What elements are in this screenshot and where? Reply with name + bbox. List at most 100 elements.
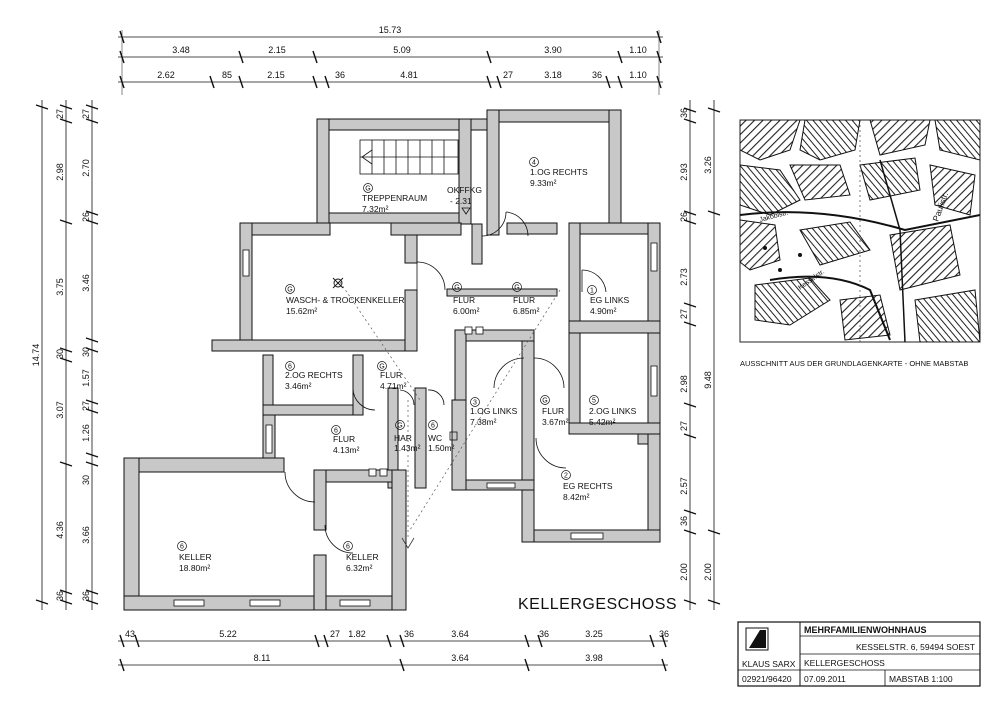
bottom-dimensions <box>118 634 668 672</box>
svg-text:G: G <box>542 398 547 405</box>
left-dimension-labels: 14.74 27 2.98 3.75 30 3.07 4.36 36 27 2.… <box>31 109 91 601</box>
svg-text:18.80m²: 18.80m² <box>179 563 210 573</box>
title-block: MEHRFAMILIENWOHNHAUS KESSELSTR. 6, 59494… <box>737 621 981 687</box>
light-fixture-icon <box>332 277 344 289</box>
svg-text:3.46: 3.46 <box>81 274 91 292</box>
svg-text:6.00m²: 6.00m² <box>453 306 480 316</box>
svg-text:4.13m²: 4.13m² <box>333 445 360 455</box>
svg-text:G: G <box>397 423 402 430</box>
svg-text:6: 6 <box>346 544 350 551</box>
svg-text:6: 6 <box>180 544 184 551</box>
room-2og-rechts: 6 2.OG RECHTS 3.46m² <box>285 361 343 391</box>
floor-title: KELLERGESCHOSS <box>518 596 677 613</box>
svg-text:2.73: 2.73 <box>679 268 689 286</box>
svg-text:36: 36 <box>335 70 345 80</box>
svg-text:7.32m²: 7.32m² <box>362 204 389 214</box>
svg-text:6: 6 <box>431 423 435 430</box>
room-wasch-trockenkeller: G WASCH- & TROCKENKELLER 15.62m² <box>285 284 405 316</box>
svg-text:9.33m²: 9.33m² <box>530 178 557 188</box>
svg-text:FLUR: FLUR <box>542 406 564 416</box>
room-keller-1880: 6 KELLER 18.80m² <box>177 541 212 573</box>
svg-text:EG RECHTS: EG RECHTS <box>563 481 613 491</box>
svg-text:G: G <box>514 285 519 292</box>
svg-text:6: 6 <box>334 428 338 435</box>
svg-text:6.85m²: 6.85m² <box>513 306 540 316</box>
door-swings <box>284 211 607 554</box>
svg-text:8.42m²: 8.42m² <box>563 492 590 502</box>
svg-text:- 2.31: - 2.31 <box>450 196 472 206</box>
project-name: MEHRFAMILIENWOHNHAUS <box>804 625 927 635</box>
svg-text:27: 27 <box>679 309 689 319</box>
plan-name: KELLERGESCHOSS <box>804 658 885 668</box>
svg-text:4.81: 4.81 <box>400 70 418 80</box>
svg-text:G: G <box>454 285 459 292</box>
svg-text:2.OG LINKS: 2.OG LINKS <box>589 406 637 416</box>
svg-text:KELLER: KELLER <box>179 552 212 562</box>
svg-text:36: 36 <box>659 629 669 639</box>
svg-text:2.00: 2.00 <box>679 563 689 581</box>
svg-text:3.90: 3.90 <box>544 45 562 55</box>
okffkg-level-mark: OKFFKG - 2.31 <box>447 185 482 215</box>
svg-text:5.09: 5.09 <box>393 45 411 55</box>
svg-text:1.50m²: 1.50m² <box>428 443 455 453</box>
svg-text:27: 27 <box>330 629 340 639</box>
room-flur-471: G FLUR 4.71m² <box>377 361 407 391</box>
top-dimension-labels: 15.73 3.48 2.15 5.09 3.90 1.10 2.62 85 2… <box>157 25 647 80</box>
svg-text:30: 30 <box>81 347 91 357</box>
right-dimensions <box>683 100 721 610</box>
room-eg-links: 1 EG LINKS 4.90m² <box>587 285 630 316</box>
room-2og-links: 5 2.OG LINKS 5.42m² <box>589 395 637 427</box>
architect-logo <box>745 627 769 651</box>
svg-text:4.90m²: 4.90m² <box>590 306 617 316</box>
project-address: KESSELSTR. 6, 59494 SOEST <box>856 642 975 652</box>
svg-text:G: G <box>379 364 384 371</box>
svg-text:6.32m²: 6.32m² <box>346 563 373 573</box>
chimney-shafts <box>368 326 484 477</box>
svg-text:2: 2 <box>564 473 568 480</box>
svg-text:30: 30 <box>55 349 65 359</box>
plan-scale: MABSTAB 1:100 <box>889 674 953 684</box>
svg-text:2.98: 2.98 <box>55 163 65 181</box>
svg-text:1.26: 1.26 <box>81 424 91 442</box>
svg-text:85: 85 <box>222 70 232 80</box>
svg-text:3.66: 3.66 <box>81 526 91 544</box>
svg-text:3.25: 3.25 <box>585 629 603 639</box>
svg-text:3.75: 3.75 <box>55 278 65 296</box>
svg-text:3.98: 3.98 <box>585 653 603 663</box>
svg-text:26: 26 <box>81 212 91 222</box>
svg-text:2.00: 2.00 <box>703 563 713 581</box>
svg-text:1.10: 1.10 <box>629 70 647 80</box>
svg-text:3.64: 3.64 <box>451 653 469 663</box>
svg-text:43: 43 <box>125 629 135 639</box>
svg-text:1.43m²: 1.43m² <box>394 443 421 453</box>
room-labels: G TREPPENRAUM 7.32m² 4 1.OG RECHTS 9.33m… <box>177 157 637 573</box>
svg-text:3.48: 3.48 <box>172 45 190 55</box>
room-treppenraum: G TREPPENRAUM 7.32m² <box>362 183 427 214</box>
svg-text:G: G <box>287 287 292 294</box>
svg-text:EG LINKS: EG LINKS <box>590 295 630 305</box>
room-flur-685: G FLUR 6.85m² <box>512 282 540 316</box>
svg-text:5.42m²: 5.42m² <box>589 417 616 427</box>
svg-text:3.07: 3.07 <box>55 401 65 419</box>
svg-text:2.15: 2.15 <box>268 45 286 55</box>
windows <box>173 242 658 607</box>
room-keller-632: 6 KELLER 6.32m² <box>343 541 379 573</box>
svg-text:2.62: 2.62 <box>157 70 175 80</box>
plan-date: 07.09.2011 <box>804 674 846 684</box>
room-1og-rechts: 4 1.OG RECHTS 9.33m² <box>529 157 588 188</box>
right-dimension-labels: 36 2.93 26 2.73 27 2.98 27 2.57 36 2.00 … <box>679 108 713 581</box>
svg-text:1.10: 1.10 <box>629 45 647 55</box>
svg-text:36: 36 <box>404 629 414 639</box>
svg-text:4: 4 <box>532 160 536 167</box>
svg-text:3.46m²: 3.46m² <box>285 381 312 391</box>
svg-text:26: 26 <box>679 212 689 222</box>
svg-text:2.57: 2.57 <box>679 477 689 495</box>
dim-top-total: 15.73 <box>379 25 402 35</box>
svg-text:4.71m²: 4.71m² <box>380 381 407 391</box>
room-har: G HAR 1.43m² <box>394 420 421 453</box>
svg-text:1.OG RECHTS: 1.OG RECHTS <box>530 167 588 177</box>
svg-text:5: 5 <box>592 398 596 405</box>
svg-text:1: 1 <box>590 288 594 295</box>
svg-text:1.OG LINKS: 1.OG LINKS <box>470 406 518 416</box>
